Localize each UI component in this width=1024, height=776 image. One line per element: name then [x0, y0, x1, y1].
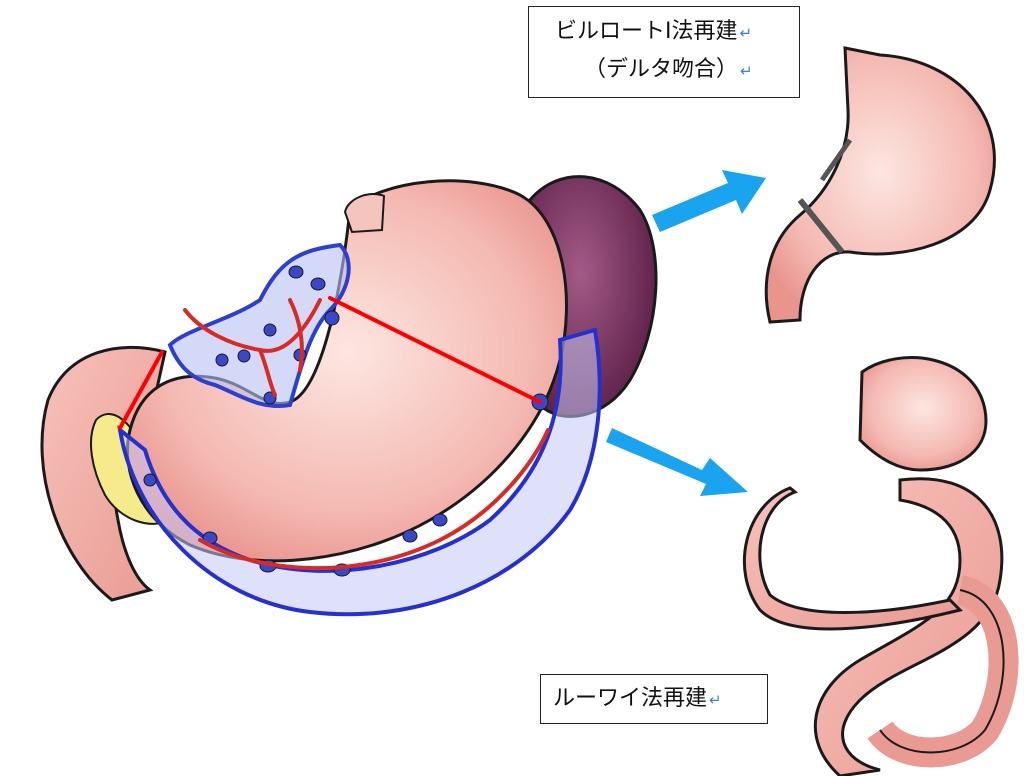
resection-lines	[118, 296, 542, 430]
billroth-label-box: ビルロートⅠ法再建↵ （デルタ吻合）↵	[528, 6, 800, 98]
stomach-illustration	[40, 175, 658, 617]
return-mark-icon: ↵	[740, 62, 753, 80]
roux-label: ルーワイ法再建↵	[553, 686, 722, 711]
blood-vessels	[183, 298, 550, 571]
roux-label-box: ルーワイ法再建↵	[540, 674, 768, 724]
billroth-stomach-illustration	[764, 46, 996, 324]
billroth-label-line2: （デルタ吻合）↵	[584, 57, 753, 82]
billroth-label-line1: ビルロートⅠ法再建↵	[555, 19, 753, 44]
esophagus	[343, 193, 386, 234]
return-mark-icon: ↵	[739, 24, 753, 42]
arrow-icon	[606, 170, 766, 496]
return-mark-icon: ↵	[709, 691, 722, 709]
lesser-omentum-region	[167, 242, 351, 408]
roux-stomach-illustration	[743, 356, 1019, 776]
